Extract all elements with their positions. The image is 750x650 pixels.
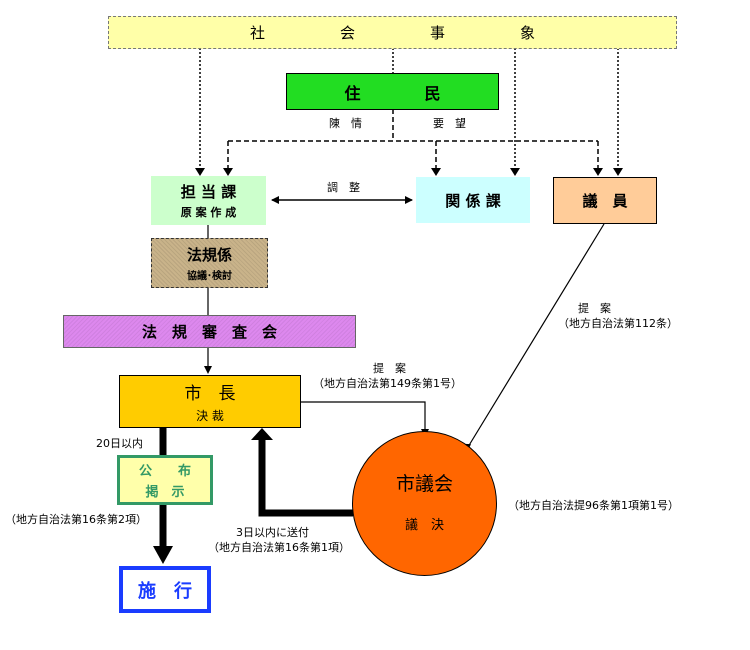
proposal-member-label: 提 案	[578, 302, 611, 315]
legal-review-label: 法 規 審 査 会	[141, 323, 277, 341]
mayor-title: 市 長	[184, 384, 236, 404]
legal-review-box: 法 規 審 査 会	[63, 315, 356, 348]
department-title: 担 当 課	[180, 183, 237, 201]
proposal-mayor-label: 提 案	[373, 362, 406, 375]
city-assembly-sub: 議 決	[404, 517, 444, 533]
send-back-law: （地方自治法第16条第1項）	[208, 541, 350, 554]
return-arrow-to-mayor	[258, 438, 353, 517]
department-box: 担 当 課 原 案 作 成	[151, 176, 266, 225]
social-events-box: 社 会 事 象	[108, 16, 677, 49]
coordination-label: 調 整	[327, 181, 360, 194]
promulgation-deadline: 20日以内	[96, 437, 143, 450]
council-member-label: 議 員	[582, 192, 628, 210]
promulgation-title: 公 布	[138, 464, 191, 479]
promulgation-law: （地方自治法第16条第2項）	[5, 513, 147, 526]
social-events-label: 社 会 事 象	[249, 24, 535, 42]
residents-label: 住 民	[344, 83, 441, 103]
assembly-law: （地方自治法提96条第1項第1号）	[508, 499, 679, 512]
related-dept-label: 関 係 課	[445, 191, 501, 210]
line-mayor-to-assembly	[301, 401, 426, 431]
request-label: 要 望	[433, 117, 466, 130]
legal-section-sub: 協議･検討	[187, 271, 232, 282]
line-member-to-assembly	[467, 223, 605, 448]
mayor-box: 市 長 決 裁	[119, 375, 301, 428]
city-assembly-title: 市議会	[395, 472, 453, 495]
promulgation-box: 公 布 掲 示	[117, 455, 213, 505]
mayor-sub: 決 裁	[196, 409, 224, 423]
department-sub: 原 案 作 成	[180, 206, 237, 219]
legal-section-title: 法規係	[186, 246, 232, 264]
related-dept-box: 関 係 課	[416, 177, 530, 223]
promulgation-sub: 掲 示	[145, 485, 185, 500]
council-member-box: 議 員	[553, 177, 657, 224]
proposal-mayor-law: （地方自治法第149条第1号）	[313, 377, 462, 390]
send-back-label: 3日以内に送付	[236, 526, 309, 539]
petition-label: 陳 情	[329, 117, 362, 130]
proposal-member-law: （地方自治法第112条）	[558, 317, 678, 330]
legal-section-box: 法規係 協議･検討	[151, 238, 268, 288]
enforcement-label: 施 行	[138, 580, 192, 602]
enforcement-box: 施 行	[119, 566, 211, 613]
residents-box: 住 民	[286, 73, 499, 110]
city-assembly-circle: 市議会 議 決	[352, 431, 497, 576]
